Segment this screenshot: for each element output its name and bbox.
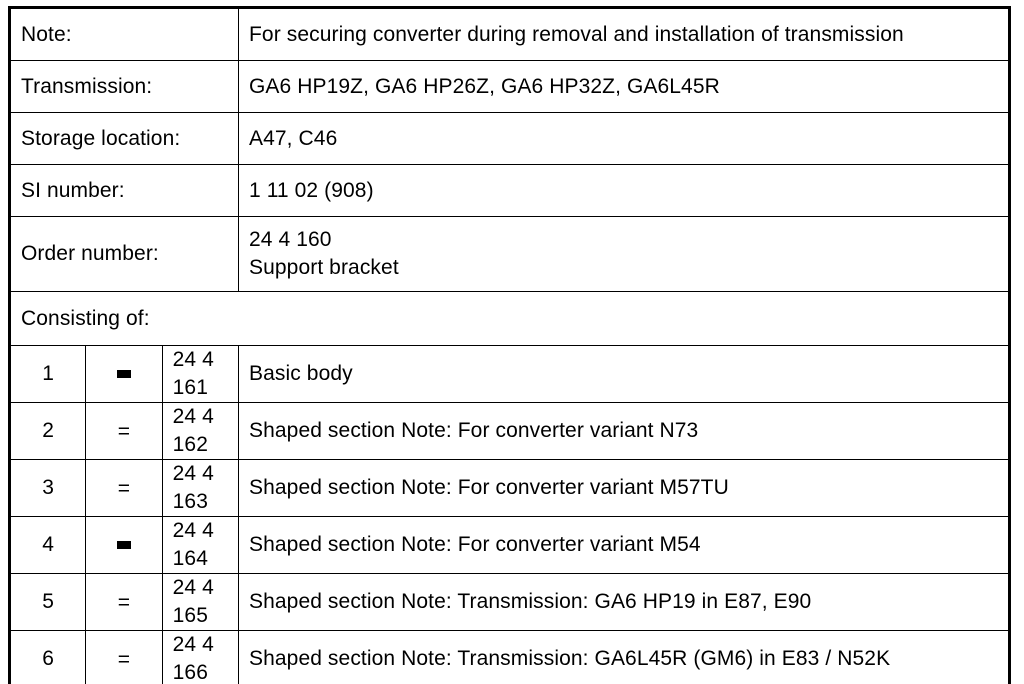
part-marker — [85, 345, 163, 403]
table-row-part: 1 24 4 161 Basic body — [8, 345, 1010, 403]
part-description: Shaped section Note: For converter varia… — [238, 459, 1010, 517]
row-label-si-number: SI number: — [9, 164, 239, 217]
row-value-storage-location: A47, C46 — [238, 112, 1010, 165]
part-description: Shaped section Note: Transmission: GA6 H… — [238, 573, 1010, 631]
row-label-order-number: Order number: — [9, 216, 239, 292]
equals-marker-icon: = — [117, 590, 131, 614]
part-index: 5 — [8, 573, 87, 631]
row-value-order-number: 24 4 160 Support bracket — [238, 216, 1010, 292]
row-value-note: For securing converter during removal an… — [238, 7, 1010, 61]
order-number-value: 24 4 160 — [249, 228, 332, 251]
table-row-part: 6 = 24 4 166 Shaped section Note: Transm… — [8, 630, 1010, 684]
table-row-note: Note: For securing converter during remo… — [9, 7, 1010, 61]
part-marker: = — [85, 573, 163, 631]
row-label-storage-location: Storage location: — [9, 112, 239, 165]
table-row-part: 4 24 4 164 Shaped section Note: For conv… — [8, 516, 1010, 574]
table-row-order-number: Order number: 24 4 160 Support bracket — [9, 216, 1010, 292]
part-marker — [85, 516, 163, 574]
part-number: 24 4 163 — [161, 459, 240, 517]
part-number: 24 4 165 — [161, 573, 240, 631]
table-row-part: 5 = 24 4 165 Shaped section Note: Transm… — [8, 573, 1010, 631]
part-number: 24 4 162 — [161, 402, 240, 460]
table-row-part: 3 = 24 4 163 Shaped section Note: For co… — [8, 459, 1010, 517]
table-row-consisting-of: Consisting of: — [9, 291, 1010, 346]
table-row-part: 2 = 24 4 162 Shaped section Note: For co… — [8, 402, 1010, 460]
part-description: Shaped section Note: For converter varia… — [238, 516, 1010, 574]
part-index: 4 — [8, 516, 87, 574]
part-index: 2 — [8, 402, 87, 460]
equals-marker-icon: = — [117, 476, 131, 500]
part-description: Shaped section Note: Transmission: GA6L4… — [238, 630, 1010, 684]
equals-marker-icon: = — [117, 647, 131, 671]
row-label-note: Note: — [9, 7, 239, 61]
part-description: Basic body — [238, 345, 1010, 403]
table-row-storage-location: Storage location: A47, C46 — [9, 112, 1010, 165]
row-label-transmission: Transmission: — [9, 60, 239, 113]
row-value-si-number: 1 11 02 (908) — [238, 164, 1010, 217]
row-value-transmission: GA6 HP19Z, GA6 HP26Z, GA6 HP32Z, GA6L45R — [238, 60, 1010, 113]
part-number: 24 4 164 — [161, 516, 240, 574]
part-index: 6 — [8, 630, 87, 684]
part-marker: = — [85, 402, 163, 460]
table-body: Note: For securing converter during remo… — [8, 7, 1010, 684]
part-index: 1 — [8, 345, 87, 403]
part-marker: = — [85, 630, 163, 684]
table-row-transmission: Transmission: GA6 HP19Z, GA6 HP26Z, GA6 … — [9, 60, 1010, 113]
part-number: 24 4 166 — [161, 630, 240, 684]
part-marker: = — [85, 459, 163, 517]
equals-marker-icon: = — [117, 419, 131, 443]
order-number-description: Support bracket — [249, 256, 399, 279]
block-marker-icon — [116, 541, 131, 550]
part-index: 3 — [8, 459, 87, 517]
part-description: Shaped section Note: For converter varia… — [238, 402, 1010, 460]
part-number: 24 4 161 — [161, 345, 240, 403]
special-tool-spec-table: Note: For securing converter during remo… — [8, 6, 1011, 684]
consisting-of-label: Consisting of: — [9, 291, 1010, 346]
table-row-si-number: SI number: 1 11 02 (908) — [9, 164, 1010, 217]
block-marker-icon — [116, 370, 131, 379]
